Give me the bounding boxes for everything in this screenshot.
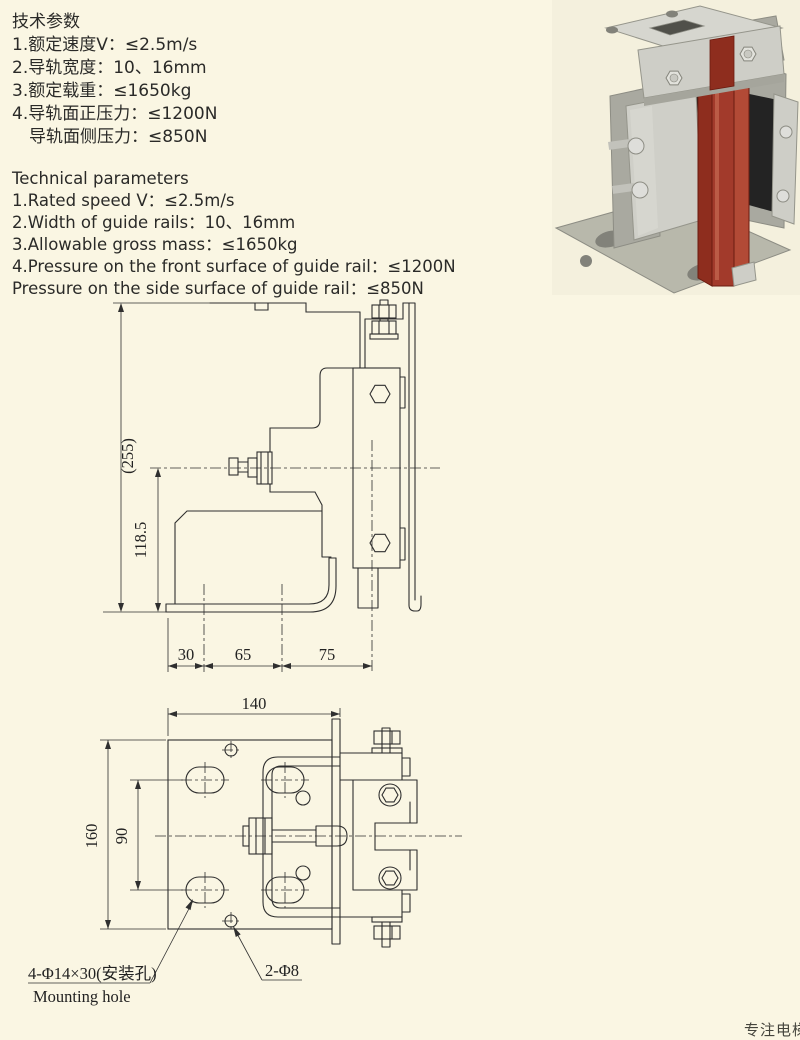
specs-cn-title: 技术参数 (12, 12, 80, 32)
top-mounting-bracket (604, 5, 785, 106)
dim-shoe-height: 118.5 (131, 522, 150, 559)
dim-overall-height: (255) (118, 438, 137, 474)
dim-140: 140 (242, 694, 267, 713)
guide-shoe-product-photo (552, 0, 800, 295)
spec-cn-line: 2.导轨宽度：10、16mm (12, 58, 207, 78)
mounting-hole-label-cn: 4-Φ14×30(安装孔) (28, 964, 157, 983)
phi8-label: 2-Φ8 (265, 961, 299, 980)
spec-cn-line: 3.额定载重：≤1650kg (12, 81, 192, 101)
bolt-head (779, 125, 793, 139)
front-view-outline (155, 718, 462, 948)
spring-rod-end (295, 790, 311, 806)
adjust-bolt-head (228, 457, 239, 476)
hex-bolt-head (369, 533, 391, 553)
bracket-hole (606, 26, 618, 34)
spec-cn-line: 导轨面侧压力：≤850N (12, 127, 208, 147)
specs-cn-block: 技术参数 1.额定速度V：≤2.5m/s 2.导轨宽度：10、16mm 3.额定… (12, 11, 217, 149)
bolt-head (627, 137, 645, 155)
dim-65: 65 (235, 645, 252, 664)
spec-cn-line: 4.导轨面正压力：≤1200N (12, 104, 218, 124)
right-clamp-plate (771, 93, 799, 225)
watermark-text: 专注电梯配件 (744, 1021, 800, 1039)
dim-160: 160 (82, 824, 101, 849)
hex-bolt-head (369, 384, 391, 404)
dim-75: 75 (319, 645, 336, 664)
specs-en-title: Technical parameters (12, 169, 189, 188)
spec-en-line: 4.Pressure on the front surface of guide… (12, 257, 456, 276)
side-view-drawing: (255) 118.5 30 65 75 (103, 299, 440, 672)
fixing-bolt (378, 866, 402, 890)
rail-through-cutout (709, 35, 735, 91)
bolt-head (776, 189, 790, 203)
bolt-shaft (612, 182, 635, 194)
spec-en-line: Pressure on the side surface of guide ra… (12, 279, 424, 298)
mounting-hole-label-en: Mounting hole (33, 987, 131, 1006)
bracket-hole (666, 10, 678, 18)
left-clamp-assembly (608, 80, 703, 249)
dim-30: 30 (178, 645, 195, 664)
side-view-outline (165, 299, 422, 613)
spec-cn-line: 1.额定速度V：≤2.5m/s (12, 35, 198, 55)
spec-en-line: 1.Rated speed V：≤2.5m/s (12, 191, 235, 210)
side-view-dimensions: (255) 118.5 30 65 75 (103, 302, 440, 672)
guide-rail-red-channel (697, 29, 750, 287)
spec-en-line: 3.Allowable gross mass：≤1650kg (12, 235, 298, 254)
bolt-shaft (608, 138, 631, 150)
spring-rod-end (295, 865, 311, 881)
fixing-bolt (378, 783, 402, 807)
dim-90: 90 (112, 828, 131, 845)
spec-en-line: 2.Width of guide rails：10、16mm (12, 213, 296, 232)
lower-lining-holder (731, 261, 757, 287)
front-view-dimensions: 140 160 90 (82, 694, 341, 930)
front-view-drawing: 140 160 90 (28, 694, 462, 1006)
bracket-u-slot (648, 19, 706, 36)
bolt-head (631, 181, 649, 199)
front-view-callouts: 4-Φ14×30(安装孔) Mounting hole 2-Φ8 (28, 899, 302, 1006)
specs-en-block: Technical parameters 1.Rated speed V：≤2.… (12, 168, 456, 300)
base-round-hole (580, 255, 592, 267)
